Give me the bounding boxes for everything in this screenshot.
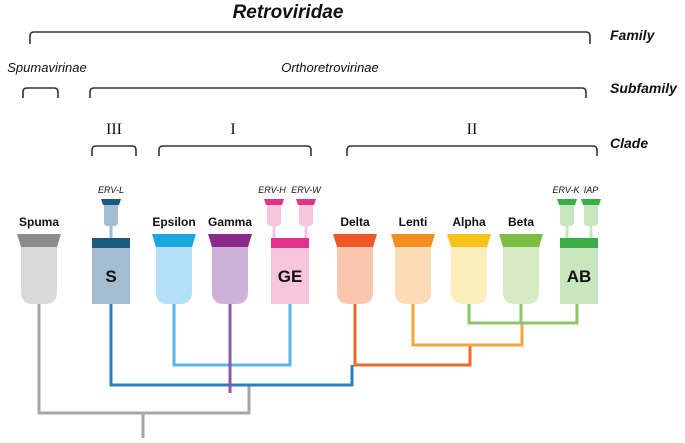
subfamily-bracket-orthoretrovirinae (89, 87, 587, 98)
line-delta (353, 300, 472, 367)
tube-spuma-body (21, 247, 57, 304)
iap-cap (581, 199, 601, 205)
tree-lines (37, 300, 579, 438)
tube-lenti-body (395, 247, 431, 304)
subfamily-bracket-spumavirinae (22, 87, 59, 98)
tube-ge: ERV-H ERV-W GE (258, 185, 322, 304)
tube-s-body (92, 248, 130, 304)
erv-k-cap (557, 199, 577, 205)
family-name: Retroviridae (233, 2, 344, 23)
erv-l-body (104, 205, 118, 226)
genus-label-lenti: Lenti (399, 215, 428, 229)
tube-ge-body (271, 248, 309, 304)
group-label-s: S (105, 267, 116, 286)
erv-h-cap (264, 199, 284, 205)
line-lenti (411, 300, 524, 347)
tube-delta: Delta (333, 215, 377, 304)
subfamily-orthoretrovirinae: Orthoretrovirinae (281, 60, 379, 75)
tube-ab-body (560, 248, 598, 304)
tube-epsilon: Epsilon (152, 215, 196, 304)
tube-s: ERV-L S (92, 185, 130, 304)
group-label-ab: AB (567, 267, 592, 286)
genus-label-delta: Delta (340, 215, 370, 229)
clade-i: I (230, 121, 235, 138)
genus-label-alpha: Alpha (452, 215, 486, 229)
tube-ab: ERV-K IAP AB (552, 185, 601, 304)
tube-alpha-cap (447, 234, 491, 247)
clade-ii: II (467, 121, 478, 138)
subfamily-level-label: Subfamily (610, 80, 678, 96)
tube-epsilon-body (156, 247, 192, 304)
tube-delta-body (337, 247, 373, 304)
erv-w-body (299, 205, 313, 226)
tube-beta-body (503, 247, 539, 304)
family-level-label: Family (610, 27, 656, 43)
line-epsilon (172, 300, 292, 367)
genus-label-spuma: Spuma (19, 215, 59, 229)
family-bracket (29, 31, 591, 44)
genus-label-gamma: Gamma (208, 215, 252, 229)
tube-spuma-cap (17, 234, 61, 247)
clade-bracket-ii (346, 145, 598, 156)
clade-level-label: Clade (610, 135, 648, 151)
tube-delta-cap (333, 234, 377, 247)
tube-ab-cap (560, 238, 598, 248)
erv-l-label: ERV-L (98, 185, 124, 195)
genus-label-beta: Beta (508, 215, 534, 229)
tube-gamma-body (212, 247, 248, 304)
tube-alpha-body (451, 247, 487, 304)
clade-iii: III (106, 121, 122, 138)
line-spuma (37, 300, 251, 438)
tube-beta: Beta (499, 215, 543, 304)
clade-bracket-i (158, 145, 312, 156)
erv-k-body (560, 205, 574, 226)
erv-k-label: ERV-K (552, 185, 580, 195)
tube-beta-cap (499, 234, 543, 247)
tube-gamma: Gamma (208, 215, 252, 304)
tube-lenti-cap (391, 234, 435, 247)
clade-bracket-iii (91, 145, 137, 156)
tube-lenti: Lenti (391, 215, 435, 304)
erv-h-label: ERV-H (258, 185, 286, 195)
erv-l-cap (101, 199, 121, 205)
iap-label: IAP (584, 185, 599, 195)
group-label-ge: GE (278, 267, 303, 286)
tube-alpha: Alpha (447, 215, 491, 304)
tube-epsilon-cap (152, 234, 196, 247)
iap-body (584, 205, 598, 226)
tube-spuma: Spuma (17, 215, 61, 304)
erv-w-label: ERV-W (291, 185, 322, 195)
tube-ge-cap (271, 238, 309, 248)
tube-s-cap (92, 238, 130, 248)
erv-w-cap (296, 199, 316, 205)
tube-gamma-cap (208, 234, 252, 247)
genus-label-epsilon: Epsilon (152, 215, 195, 229)
subfamily-spumavirinae: Spumavirinae (7, 60, 87, 75)
erv-h-body (267, 205, 281, 226)
